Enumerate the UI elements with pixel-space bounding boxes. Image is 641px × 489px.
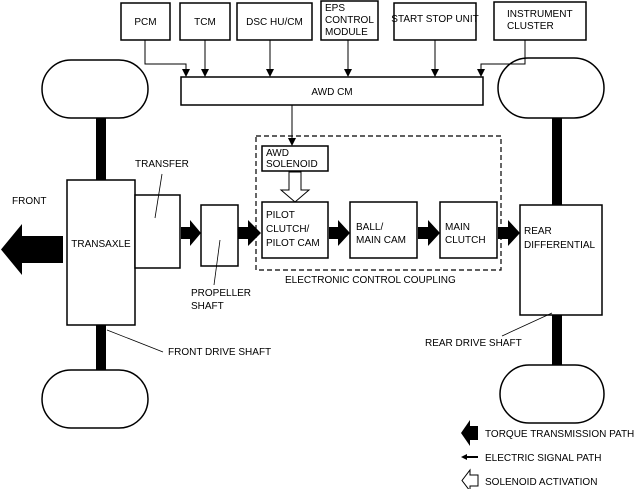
electric-signal-lines [144, 40, 526, 146]
propeller-label-2: SHAFT [191, 301, 224, 312]
eps-box: EPS CONTROL MODULE [320, 0, 379, 41]
transaxle-box: TRANSAXLE [66, 179, 136, 326]
legend-torque: TORQUE TRANSMISSION PATH [485, 429, 634, 440]
ic-label-1: INSTRUMENT [507, 9, 573, 20]
main-clutch-label-2: CLUTCH [445, 235, 486, 246]
front-right-wheel [41, 369, 149, 429]
pilot-clutch-label-2: CLUTCH/ [266, 224, 310, 235]
legend-solenoid: SOLENOID ACTIVATION [485, 477, 597, 488]
solenoid-activation-icon [461, 468, 479, 489]
eps-label-3: MODULE [325, 27, 368, 38]
ball-cam-label-2: MAIN CAM [356, 235, 406, 246]
eps-label-1: EPS [325, 3, 345, 14]
legend-electric: ELECTRIC SIGNAL PATH [485, 453, 602, 464]
transfer-box [134, 194, 181, 269]
ecc-label: ELECTRONIC CONTROL COUPLING [285, 275, 456, 286]
electronic-control-coupling-outline [255, 135, 502, 271]
torque-path-icon [461, 420, 478, 446]
eps-label-2: CONTROL [325, 15, 374, 26]
tcm-label: TCM [194, 17, 216, 28]
pilot-clutch-label-1: PILOT [266, 210, 295, 221]
pilot-clutch-box: PILOT CLUTCH/ PILOT CAM [261, 201, 329, 259]
pilot-clutch-label-3: PILOT CAM [266, 238, 320, 249]
main-clutch-label-1: MAIN [445, 222, 470, 233]
awd-cm-label: AWD CM [311, 87, 352, 98]
awd-solenoid-label-1: AWD [266, 148, 289, 159]
start-stop-box: START STOP UNIT [391, 2, 479, 41]
propeller-label-1: PROPELLER [191, 288, 251, 299]
tcm-box: TCM [179, 2, 231, 41]
propeller-shaft-box [200, 204, 239, 267]
rear-differential-box: REAR DIFFERENTIAL [519, 204, 603, 316]
rear-right-wheel [499, 364, 605, 424]
electric-signal-icon [461, 454, 478, 460]
torque-arrows [181, 220, 520, 246]
ic-label-2: CLUSTER [507, 21, 554, 32]
rear-drive-shaft-label: REAR DRIVE SHAFT [425, 338, 522, 349]
main-clutch-box: MAIN CLUTCH [439, 201, 498, 259]
front-direction-arrow [1, 224, 63, 275]
pcm-box: PCM [120, 2, 171, 41]
rear-left-wheel [497, 57, 605, 119]
pcm-label: PCM [134, 17, 156, 28]
front-label: FRONT [12, 196, 46, 207]
ball-main-cam-box: BALL/ MAIN CAM [349, 201, 418, 259]
awd-solenoid-box: AWD SOLENOID [261, 145, 329, 172]
instrument-cluster-box: INSTRUMENT CLUSTER [493, 1, 587, 41]
front-drive-shaft-label: FRONT DRIVE SHAFT [168, 347, 271, 358]
dsc-box: DSC HU/CM [236, 2, 313, 41]
dsc-label: DSC HU/CM [246, 17, 303, 28]
start-stop-label: START STOP UNIT [391, 14, 478, 25]
rear-diff-label-1: REAR [524, 226, 552, 237]
solenoid-activation-arrow [279, 171, 311, 203]
awd-solenoid-label-2: SOLENOID [266, 159, 318, 170]
transaxle-label: TRANSAXLE [71, 239, 131, 250]
transfer-label: TRANSFER [135, 159, 189, 170]
ball-cam-label-1: BALL/ [356, 222, 383, 233]
front-left-wheel [41, 59, 149, 119]
legend: TORQUE TRANSMISSION PATH ELECTRIC SIGNAL… [461, 420, 634, 489]
rear-diff-label-2: DIFFERENTIAL [524, 240, 596, 251]
awd-cm-box: AWD CM [180, 76, 484, 106]
